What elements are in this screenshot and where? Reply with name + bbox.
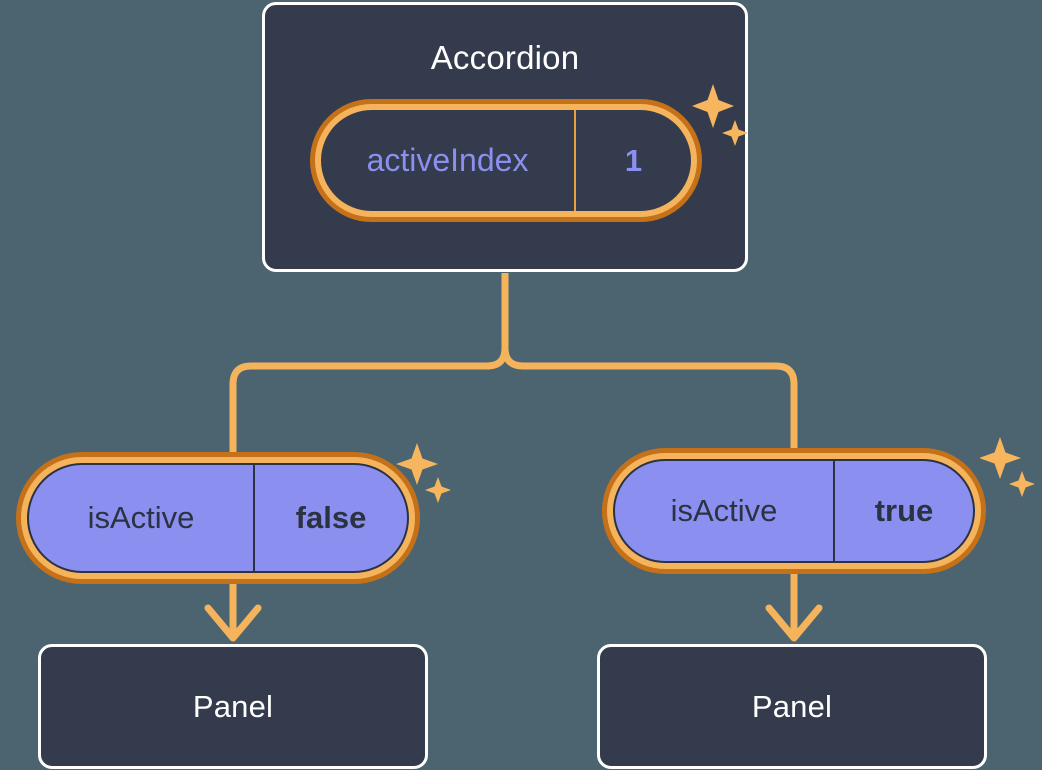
state-value-label: true <box>874 493 934 528</box>
connector-branch-right <box>501 344 798 454</box>
state-pill-isactive-true[interactable]: isActive true <box>602 448 986 574</box>
state-key-label: activeIndex <box>321 110 576 211</box>
sparkle-small-icon <box>425 477 451 503</box>
panel-component-box-left[interactable]: Panel <box>38 644 428 769</box>
accordion-title: Accordion <box>430 39 580 76</box>
state-value-label: 1 <box>624 142 643 178</box>
state-key-label: isActive <box>615 461 835 561</box>
panel-component-box-right[interactable]: Panel <box>597 644 987 769</box>
state-pill-activeindex[interactable]: activeIndex 1 <box>310 99 702 222</box>
state-pill-ring: isActive false <box>21 457 415 579</box>
state-pill-ring: activeIndex 1 <box>315 104 697 217</box>
sparkle-large-icon <box>979 437 1021 479</box>
state-pill-isactive-false[interactable]: isActive false <box>16 452 420 584</box>
sparkle-small-icon <box>1009 471 1035 497</box>
state-pill-body: activeIndex 1 <box>321 110 691 211</box>
state-pill-ring: isActive true <box>607 453 981 569</box>
panel-title: Panel <box>192 688 274 724</box>
sparkle-icon-right <box>979 437 1038 506</box>
arrow-head-left <box>204 604 262 642</box>
state-value-label: false <box>295 500 367 535</box>
state-pill-body: isActive false <box>27 463 409 573</box>
connector-branch-left <box>229 344 509 456</box>
arrow-head-right <box>765 604 823 642</box>
panel-title: Panel <box>751 688 833 724</box>
state-pill-body: isActive true <box>613 459 975 563</box>
state-key-label: isActive <box>29 465 255 571</box>
